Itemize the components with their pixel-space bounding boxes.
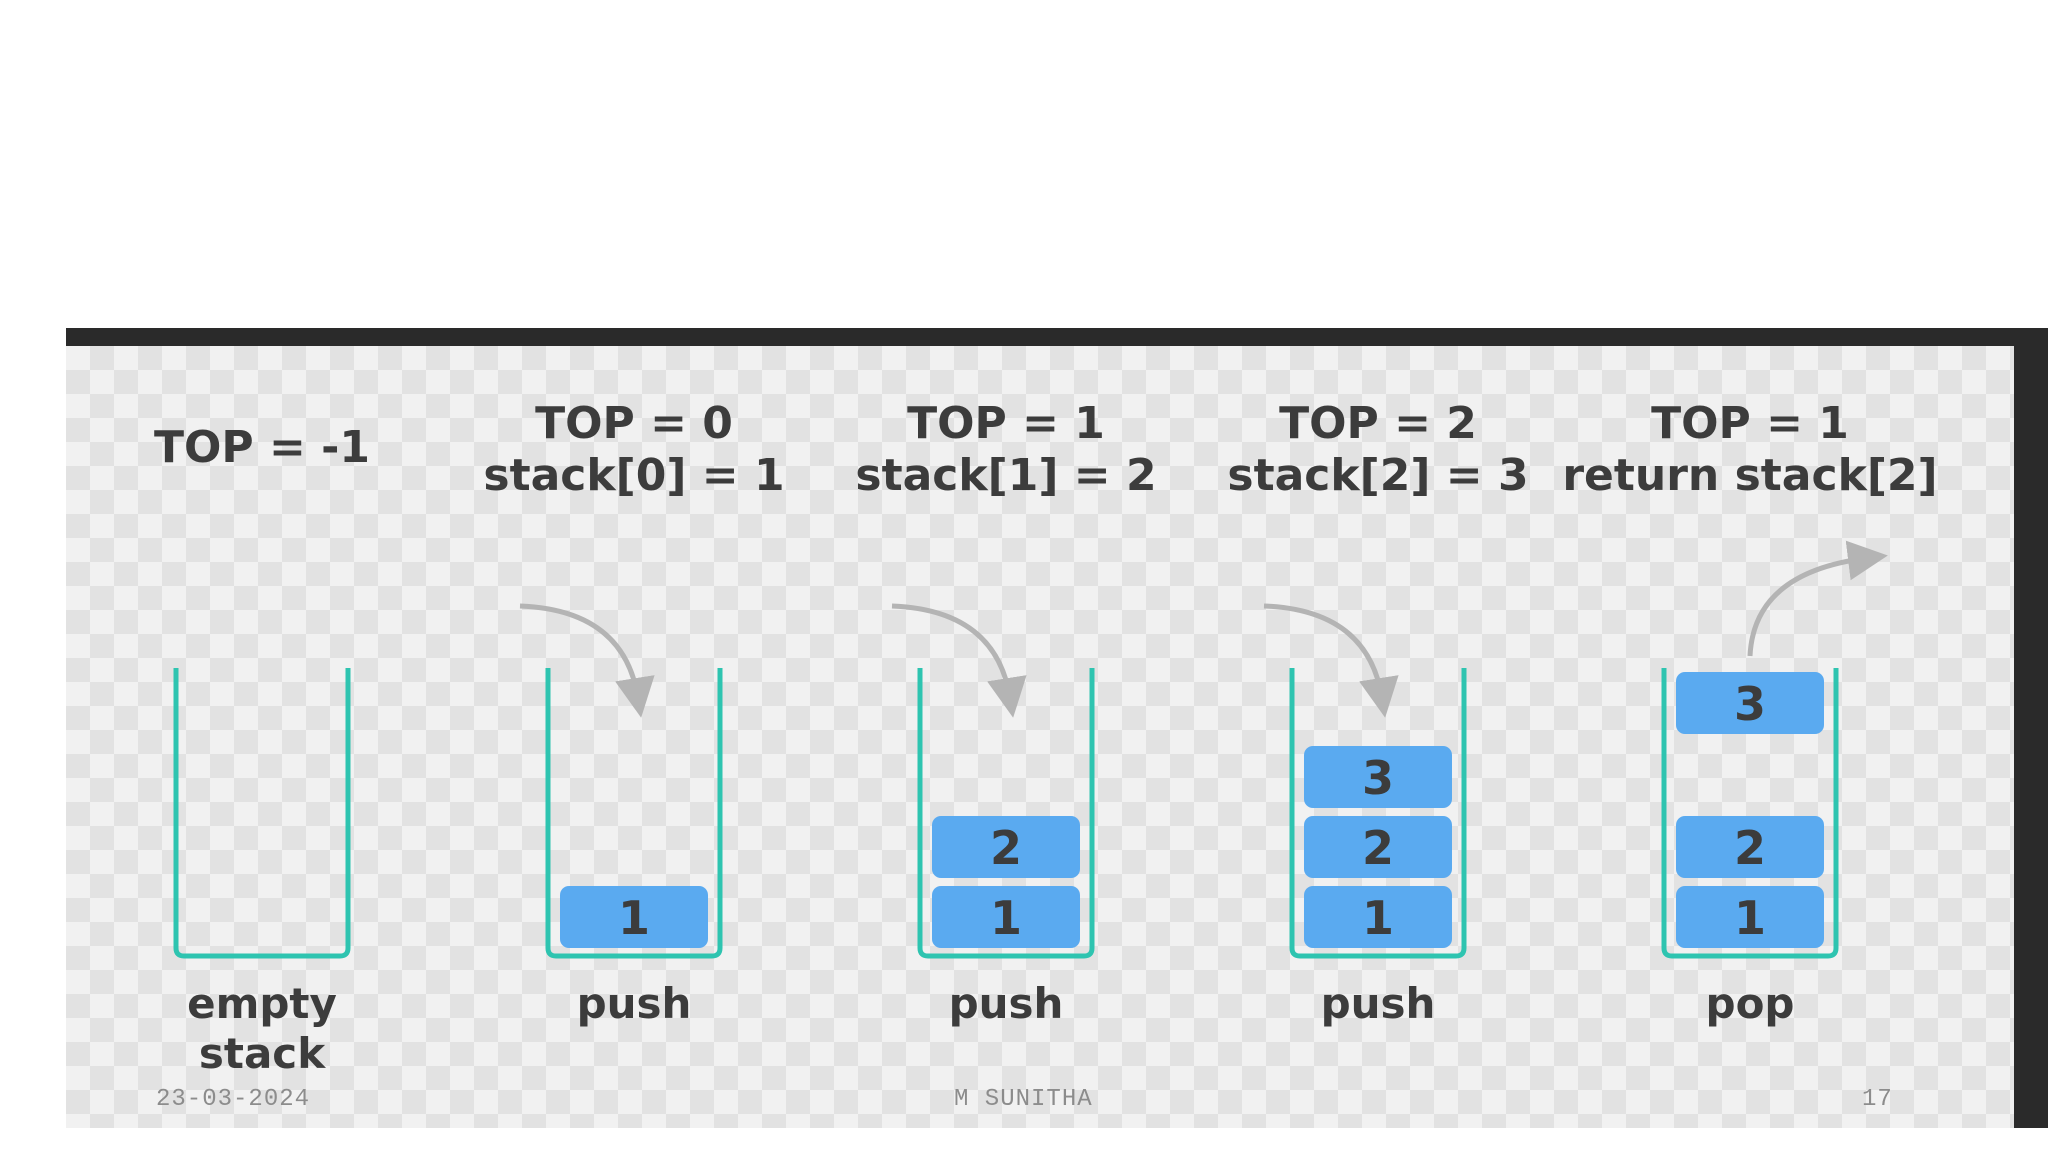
stage-4-operation-label: pop [1706, 979, 1795, 1028]
push-arrow-3 [1263, 603, 1399, 718]
stack-3-item-0-label: 1 [1362, 891, 1394, 945]
stage-3-header-line: TOP = 2 [1279, 398, 1477, 449]
stack-2-item-1-block [932, 816, 1080, 878]
stage-2-operation-label: push [949, 979, 1064, 1028]
push-arrow-1 [519, 603, 655, 718]
stage-1-header-line: TOP = 0 [535, 398, 733, 449]
stage-1-header-line: stack[0] = 1 [483, 450, 784, 501]
stack-2-item-1-label: 2 [990, 821, 1022, 875]
stage-0-operation-label: stack [199, 1029, 326, 1078]
stack-4-item-1-block [1676, 816, 1824, 878]
stage-4-header-line: return stack[2] [1562, 450, 1937, 501]
stack-2-item-0-block [932, 886, 1080, 948]
stack-0-container [173, 668, 351, 959]
stack-4-container [1661, 668, 1839, 959]
push-arrow-2 [891, 603, 1027, 718]
stack-3-container [1289, 668, 1467, 959]
stack-3-item-1-block [1304, 816, 1452, 878]
stack-1-item-0-block [560, 886, 708, 948]
stack-2-item-0-label: 1 [990, 891, 1022, 945]
pop-arrow-4 [1747, 540, 1888, 657]
stage-3-operation-label: push [1321, 979, 1436, 1028]
stage-4-header-line: TOP = 1 [1651, 398, 1849, 449]
stack-3-item-0-block [1304, 886, 1452, 948]
footer-author: M SUNITHA [954, 1086, 1093, 1113]
stack-4-popped-item-block [1676, 672, 1824, 734]
stack-4-item-1-label: 2 [1734, 821, 1766, 875]
stack-3-item-1-label: 2 [1362, 821, 1394, 875]
stage-0-header-line: TOP = -1 [154, 422, 370, 473]
stack-2-container [917, 668, 1095, 959]
stack-3-item-2-label: 3 [1362, 751, 1394, 805]
stack-3-item-2-block [1304, 746, 1452, 808]
footer-page-number: 17 [1862, 1086, 1893, 1113]
footer-date: 23-03-2024 [156, 1086, 311, 1113]
stage-2-header-line: stack[1] = 2 [855, 450, 1156, 501]
stage-2-header-line: TOP = 1 [907, 398, 1105, 449]
stage-3-header-line: stack[2] = 3 [1227, 450, 1528, 501]
stack-1-container [545, 668, 723, 959]
stack-4-item-0-label: 1 [1734, 891, 1766, 945]
stack-1-item-0-label: 1 [618, 891, 650, 945]
stack-4-item-0-block [1676, 886, 1824, 948]
stage-1-operation-label: push [577, 979, 692, 1028]
stage-0-operation-label: empty [187, 979, 337, 1028]
stack-4-popped-item-label: 3 [1734, 677, 1766, 731]
